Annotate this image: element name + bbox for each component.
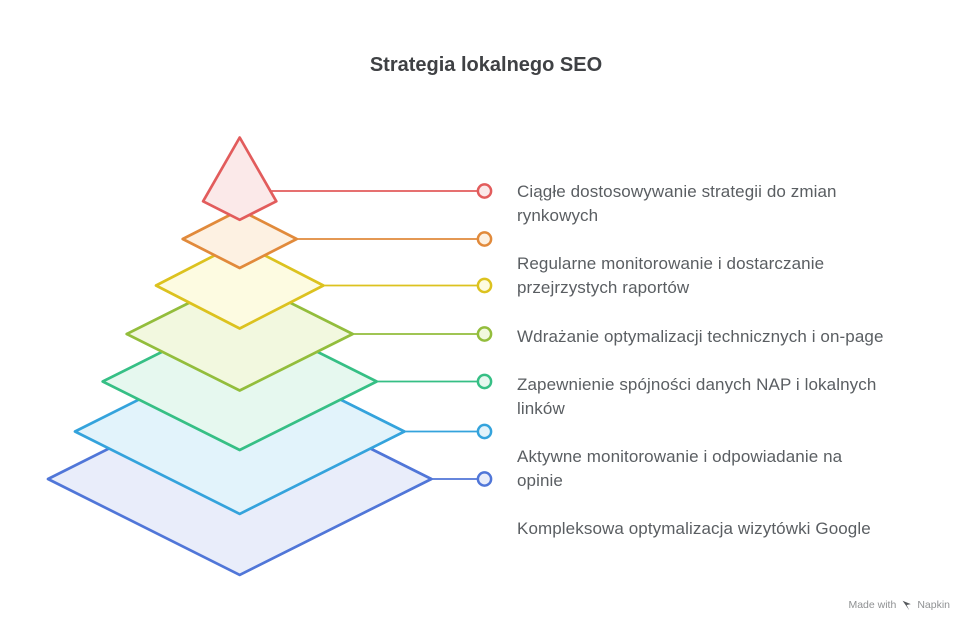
connector-dot-7 [476, 471, 493, 487]
label-line: rynkowych [517, 206, 599, 225]
label-line: Kompleksowa optymalizacja wizytówki Goog… [517, 519, 871, 538]
watermark-prefix: Made with [848, 599, 897, 611]
pyramid-layer-1 [201, 136, 278, 222]
connector-dot-1 [476, 183, 493, 199]
layer-label-3: Wdrażanie optymalizacji technicznych i o… [517, 325, 884, 349]
diagram-title: Strategia lokalnego SEO [369, 54, 603, 76]
label-line: Aktywne monitorowanie i odpowiadanie na [517, 447, 843, 466]
layer-label-5: Aktywne monitorowanie i odpowiadanie na … [517, 445, 842, 493]
napkin-logo-icon [902, 600, 912, 610]
layer-label-6: Kompleksowa optymalizacja wizytówki Goog… [517, 517, 871, 541]
connector-dot-6 [476, 423, 493, 440]
pyramid-layer-2 [181, 208, 299, 270]
connector-dot-4 [476, 326, 493, 342]
label-line: Regularne monitorowanie i dostarczanie [517, 254, 825, 273]
layer-label-2: Regularne monitorowanie i dostarczanie p… [517, 252, 824, 300]
watermark: Made with Napkin [848, 599, 950, 611]
watermark-brand: Napkin [917, 599, 950, 611]
layer-label-1: Ciągłe dostosowywanie strategii do zmian… [517, 180, 837, 228]
pyramid-layer-3 [154, 241, 325, 330]
label-line: Zapewnienie spójności danych NAP i lokal… [517, 375, 877, 394]
label-line: linków [517, 399, 565, 418]
layer-label-4: Zapewnienie spójności danych NAP i lokal… [517, 373, 876, 421]
connector-dot-3 [476, 277, 493, 294]
label-line: Ciągłe dostosowywanie strategii do zmian [517, 182, 837, 201]
label-line: opinie [517, 471, 563, 490]
label-line: przejrzystych raportów [517, 278, 690, 297]
connector-dot-2 [476, 231, 493, 247]
connector-dot-5 [476, 373, 493, 390]
label-line: Wdrażanie optymalizacji technicznych i o… [517, 327, 884, 346]
pyramid-layer-4 [125, 276, 355, 392]
